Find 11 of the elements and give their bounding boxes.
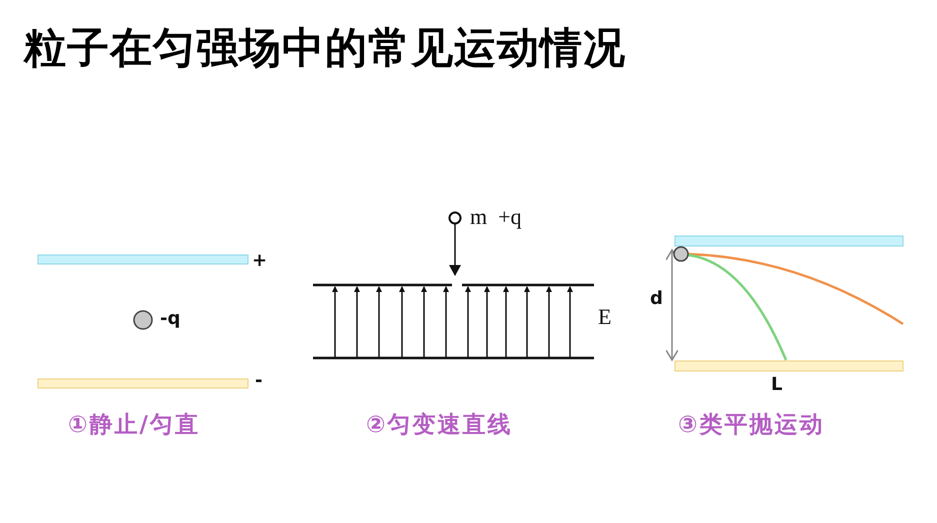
charge-label: -q (160, 310, 180, 328)
dimension-label: d (650, 290, 663, 308)
caption: ③类平抛运动 (678, 414, 824, 437)
diagram-title: 粒子在匀强场中的常见运动情况 (24, 22, 626, 74)
caption: ②匀变速直线 (366, 414, 512, 437)
particle-label: m +q (470, 206, 522, 228)
caption: ①静止/匀直 (68, 414, 200, 437)
polarity-sign: - (255, 372, 262, 390)
polarity-sign: + (252, 252, 268, 270)
field-label: E (598, 306, 612, 328)
dimension-label: L (771, 376, 782, 394)
